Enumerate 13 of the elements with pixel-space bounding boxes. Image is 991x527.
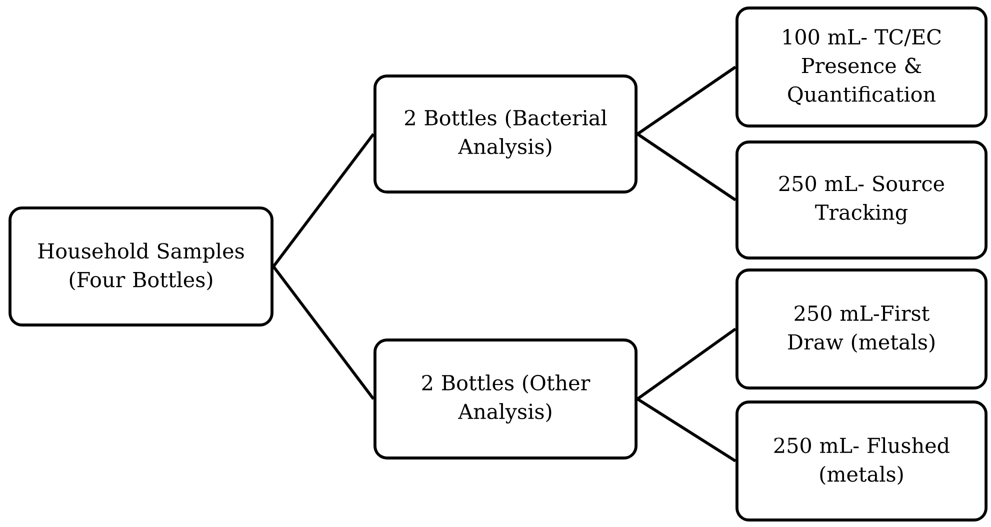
process-box: 250 mL- Source Tracking [736, 140, 988, 260]
process-box: Household Samples (Four Bottles) [8, 206, 274, 326]
connector-line [636, 398, 736, 462]
connector-line [272, 133, 375, 268]
connector-line [272, 266, 375, 400]
connector-line [636, 66, 736, 136]
connector-line [636, 132, 736, 202]
connector-line [636, 328, 736, 400]
process-box: 250 mL-First Draw (metals) [736, 268, 988, 390]
process-box: 100 mL- TC/EC Presence & Quantification [736, 6, 988, 128]
process-box: 2 Bottles (Bacterial Analysis) [374, 74, 638, 194]
process-box: 250 mL- Flushed (metals) [736, 400, 988, 522]
process-box: 2 Bottles (Other Analysis) [374, 338, 638, 460]
